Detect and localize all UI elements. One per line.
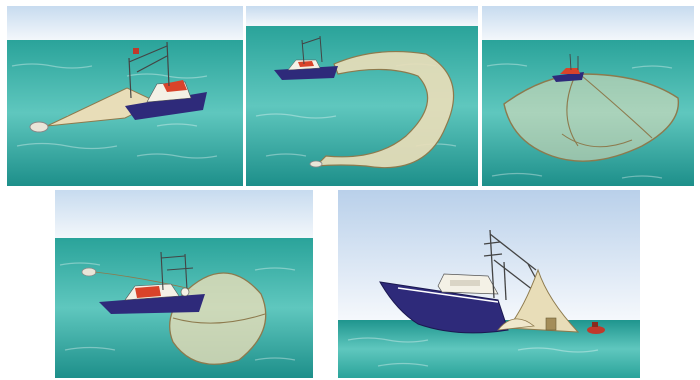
buoy: [310, 161, 322, 167]
sky: [482, 6, 694, 40]
illustration-2: [246, 6, 478, 186]
panel-1-boat-towing-net: [7, 6, 243, 186]
sky: [7, 6, 243, 40]
panel-3-net-encircling: [482, 6, 694, 186]
small-buoy-boat: [587, 326, 605, 334]
boat-roof: [135, 286, 161, 298]
sky: [55, 190, 313, 238]
sky: [246, 6, 478, 26]
panel-5-catch-brought-aboard: [338, 190, 640, 378]
illustration-3: [482, 6, 694, 186]
buoy: [30, 122, 48, 132]
panel-2-net-deploying: [246, 6, 478, 186]
illustration-4: [55, 190, 313, 378]
panel-4-net-hauling: [55, 190, 313, 378]
buoy: [82, 268, 96, 276]
illustration-5: [338, 190, 640, 378]
illustration-1: [7, 6, 243, 186]
